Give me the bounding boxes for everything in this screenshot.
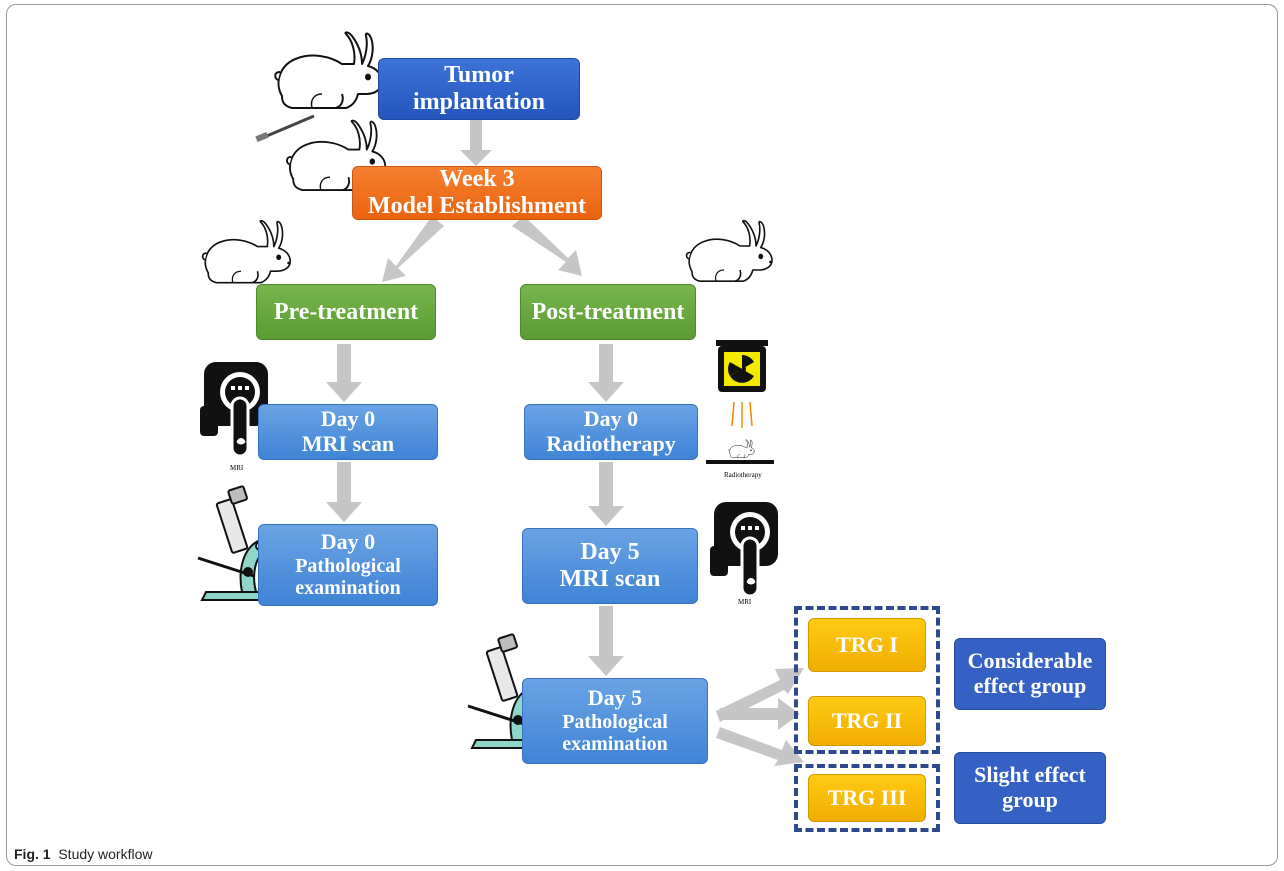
radiotherapy-icon-label: Radiotherapy [724, 471, 762, 479]
post-treatment-label: Post-treatment [531, 298, 685, 325]
figure-frame [6, 4, 1278, 866]
day0-mri-line-2: MRI scan [301, 431, 395, 456]
week3-line-1: Week 3 [439, 166, 515, 193]
day5-pathological-box: Day 5 Pathological examination [522, 678, 708, 764]
day0-rt-line-2: Radiotherapy [546, 431, 676, 456]
arrows [326, 120, 804, 766]
slight-effect-group-box: Slight effect group [954, 752, 1106, 824]
day5-path-line-1: Day 5 [587, 685, 643, 711]
day5-path-line-3: examination [562, 733, 668, 756]
day0-path-line-3: examination [295, 577, 401, 600]
day5-mri-line-2: MRI scan [559, 566, 661, 592]
day0-mri-line-1: Day 0 [320, 406, 376, 432]
rabbit-icon [685, 219, 773, 283]
week3-line-2: Model Establishment [367, 193, 586, 219]
mri-icon-label: MRI [738, 598, 752, 606]
trg2-box: TRG II [808, 696, 926, 746]
pre-treatment-label: Pre-treatment [273, 298, 419, 325]
day0-mri-box: Day 0 MRI scan [258, 404, 438, 460]
slight-line-2: group [1002, 787, 1058, 812]
caption-label: Fig. 1 [14, 846, 51, 862]
syringe-icon [255, 114, 315, 143]
considerable-line-2: effect group [973, 673, 1087, 698]
radiation-icon [706, 340, 774, 464]
trg2-label: TRG II [831, 707, 903, 733]
mri-scanner-icon [708, 500, 780, 598]
tumor-line-1: Tumor [444, 62, 514, 89]
day5-mri-line-1: Day 5 [580, 539, 640, 566]
day0-pathological-box: Day 0 Pathological examination [258, 524, 438, 606]
model-establishment-box: Week 3 Model Establishment [352, 166, 602, 220]
trg1-box: TRG I [808, 618, 926, 672]
considerable-effect-group-box: Considerable effect group [954, 638, 1106, 710]
tumor-line-2: implantation [412, 89, 546, 115]
trg3-box: TRG III [808, 774, 926, 822]
day0-radiotherapy-box: Day 0 Radiotherapy [524, 404, 698, 460]
day0-path-line-1: Day 0 [320, 529, 376, 555]
day5-path-line-2: Pathological [562, 710, 668, 733]
day0-rt-line-1: Day 0 [583, 406, 639, 432]
trg1-label: TRG I [836, 631, 898, 657]
mri-icon-label: MRI [230, 464, 244, 472]
trg3-label: TRG III [827, 784, 907, 810]
pre-treatment-box: Pre-treatment [256, 284, 436, 340]
rabbit-icon [201, 219, 292, 284]
day0-path-line-2: Pathological [295, 554, 401, 577]
slight-group-outline [794, 764, 940, 832]
day5-mri-box: Day 5 MRI scan [522, 528, 698, 604]
figure-caption: Fig. 1 Study workflow [14, 846, 153, 862]
tumor-implantation-box: Tumor implantation [378, 58, 580, 120]
post-treatment-box: Post-treatment [520, 284, 696, 340]
considerable-line-1: Considerable [967, 648, 1093, 674]
caption-text: Study workflow [58, 846, 153, 862]
rabbit-icon [274, 31, 383, 109]
considerable-group-outline [794, 606, 940, 754]
slight-line-1: Slight effect [974, 762, 1086, 788]
